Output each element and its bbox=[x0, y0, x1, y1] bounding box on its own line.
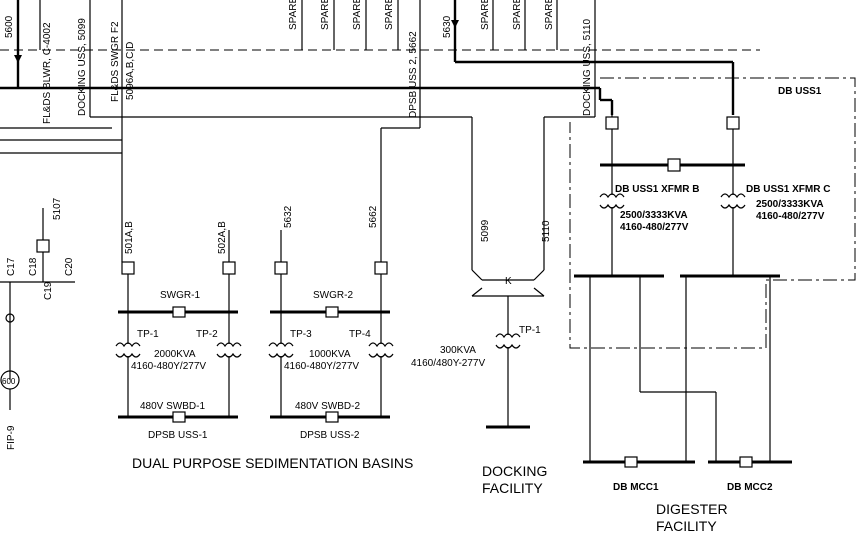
docking-caption-2: FACILITY bbox=[482, 480, 543, 496]
digester-facility: DB USS1 DB USS1 XFMR B DB USS1 XFMR C 25… bbox=[569, 77, 856, 534]
label-uss1: DPSB USS-1 bbox=[148, 430, 208, 441]
dpsb-uss-1: 501A,B 502A,B SWGR-1 TP-1 TP-2 2000KVA 4… bbox=[115, 221, 242, 441]
label-kva-c: 2500/3333KVA bbox=[756, 199, 824, 210]
digester-caption-2: FACILITY bbox=[656, 518, 717, 534]
label-502ab: 502A,B bbox=[217, 221, 228, 254]
label-spare-5: SPARE bbox=[480, 0, 491, 30]
label-tp1: TP-1 bbox=[137, 329, 159, 340]
label-spare-7: SPARE bbox=[544, 0, 555, 30]
label-volt2: 4160-480Y/277V bbox=[284, 361, 359, 372]
label-c18: C18 bbox=[28, 257, 39, 276]
label-db-uss1: DB USS1 bbox=[778, 86, 822, 97]
label-spare-4: SPARE bbox=[384, 0, 395, 30]
label-docking-volt: 4160/480Y-277V bbox=[411, 358, 485, 369]
dpsb-uss-2: 5632 5662 SWGR-2 TP-3 TP-4 1000KVA 4160-… bbox=[268, 205, 394, 441]
label-uss2: DPSB USS-2 bbox=[300, 430, 360, 441]
label-tp3: TP-3 bbox=[290, 329, 312, 340]
label-docking-uss-5110: DOCKING USS, 5110 bbox=[582, 18, 593, 116]
docking-caption-1: DOCKING bbox=[482, 463, 547, 479]
top-labels: 5600 FL&DS BLWR, C-4002 DOCKING USS, 509… bbox=[4, 0, 593, 124]
dpsb-caption: DUAL PURPOSE SEDIMENTATION BASINS bbox=[132, 455, 413, 471]
label-xfmr-c: DB USS1 XFMR C bbox=[746, 184, 830, 195]
label-volt-b: 4160-480/277V bbox=[620, 222, 689, 233]
label-mcc1: DB MCC1 bbox=[613, 482, 659, 493]
label-spare-2: SPARE bbox=[320, 0, 331, 30]
label-spare-1: SPARE bbox=[288, 0, 299, 30]
label-c20: C20 bbox=[64, 257, 75, 276]
label-2000kva: 2000KVA bbox=[154, 349, 196, 360]
label-docking-tp1: TP-1 bbox=[519, 325, 541, 336]
label-dpsb-uss2-5662: DPSB USS 2, 5662 bbox=[408, 31, 419, 118]
label-spare-6: SPARE bbox=[512, 0, 523, 30]
label-fip9: FIP-9 bbox=[6, 425, 17, 450]
label-docking-uss-5099: DOCKING USS, 5099 bbox=[77, 18, 88, 116]
label-swbd2: 480V SWBD-2 bbox=[295, 401, 360, 412]
label-k: K bbox=[505, 276, 512, 287]
docking-facility: 5099 5110 K TP-1 300KVA 4160/480Y-277V D… bbox=[411, 219, 552, 496]
label-tp2: TP-2 bbox=[196, 329, 218, 340]
label-600: 600 bbox=[2, 377, 16, 386]
label-5099: 5099 bbox=[480, 219, 491, 242]
label-5107: 5107 bbox=[52, 197, 63, 220]
label-5632: 5632 bbox=[283, 205, 294, 228]
label-5110: 5110 bbox=[541, 220, 552, 242]
label-kva-b: 2500/3333KVA bbox=[620, 210, 688, 221]
top-feeders bbox=[0, 0, 760, 270]
label-volt-c: 4160-480/277V bbox=[756, 211, 825, 222]
label-swgr2: SWGR-2 bbox=[313, 290, 353, 301]
label-501ab: 501A,B bbox=[124, 221, 135, 254]
label-5600: 5600 bbox=[4, 15, 15, 38]
label-xfmr-b: DB USS1 XFMR B bbox=[615, 184, 699, 195]
label-5630: 5630 bbox=[442, 15, 453, 38]
label-swbd1: 480V SWBD-1 bbox=[140, 401, 205, 412]
label-5096: 5096A,B,C,D bbox=[125, 42, 136, 100]
label-c19: C19 bbox=[43, 281, 54, 300]
label-flds-swgr-f2: FL&DS SWGR F2 bbox=[110, 21, 121, 102]
left-gear: 5107 C17 C18 C19 C20 600 FIP-9 bbox=[0, 197, 75, 450]
label-300kva: 300KVA bbox=[440, 345, 476, 356]
label-spare-3: SPARE bbox=[352, 0, 363, 30]
label-5662: 5662 bbox=[368, 205, 379, 228]
label-1000kva: 1000KVA bbox=[309, 349, 351, 360]
label-mcc2: DB MCC2 bbox=[727, 482, 773, 493]
label-tp4: TP-4 bbox=[349, 329, 371, 340]
label-volt1: 4160-480Y/277V bbox=[131, 361, 206, 372]
label-c17: C17 bbox=[6, 257, 17, 276]
digester-caption-1: DIGESTER bbox=[656, 501, 728, 517]
label-flds-blwr: FL&DS BLWR, C-4002 bbox=[42, 22, 53, 124]
label-swgr1: SWGR-1 bbox=[160, 290, 200, 301]
